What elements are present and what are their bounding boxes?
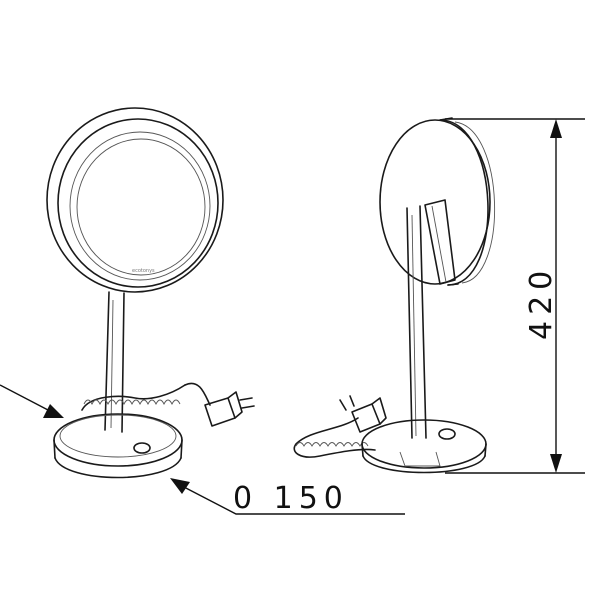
base-diameter-dimension: 0 150 (0, 384, 405, 516)
coiled-cable-side (293, 417, 376, 458)
plug-front (204, 391, 255, 427)
height-dimension: 420 (445, 118, 585, 474)
brand-mark: ecotonys (132, 268, 155, 274)
base-side (361, 419, 487, 474)
front-view-mirror: ecotonys (46, 107, 255, 479)
coiled-cable-front (81, 382, 211, 411)
stem-side (406, 205, 427, 439)
switch-button-front (133, 442, 151, 454)
switch-button-side (438, 428, 456, 440)
stem-front (104, 291, 125, 433)
mirror-head-side (379, 117, 495, 286)
base-front (53, 413, 183, 479)
side-view-mirror (293, 117, 495, 474)
height-label: 420 (524, 265, 559, 340)
base-diameter-label: 0 150 (233, 481, 349, 516)
arm-side (424, 199, 456, 285)
mirror-head-front: ecotonys (46, 107, 224, 293)
plug-side (339, 395, 387, 433)
